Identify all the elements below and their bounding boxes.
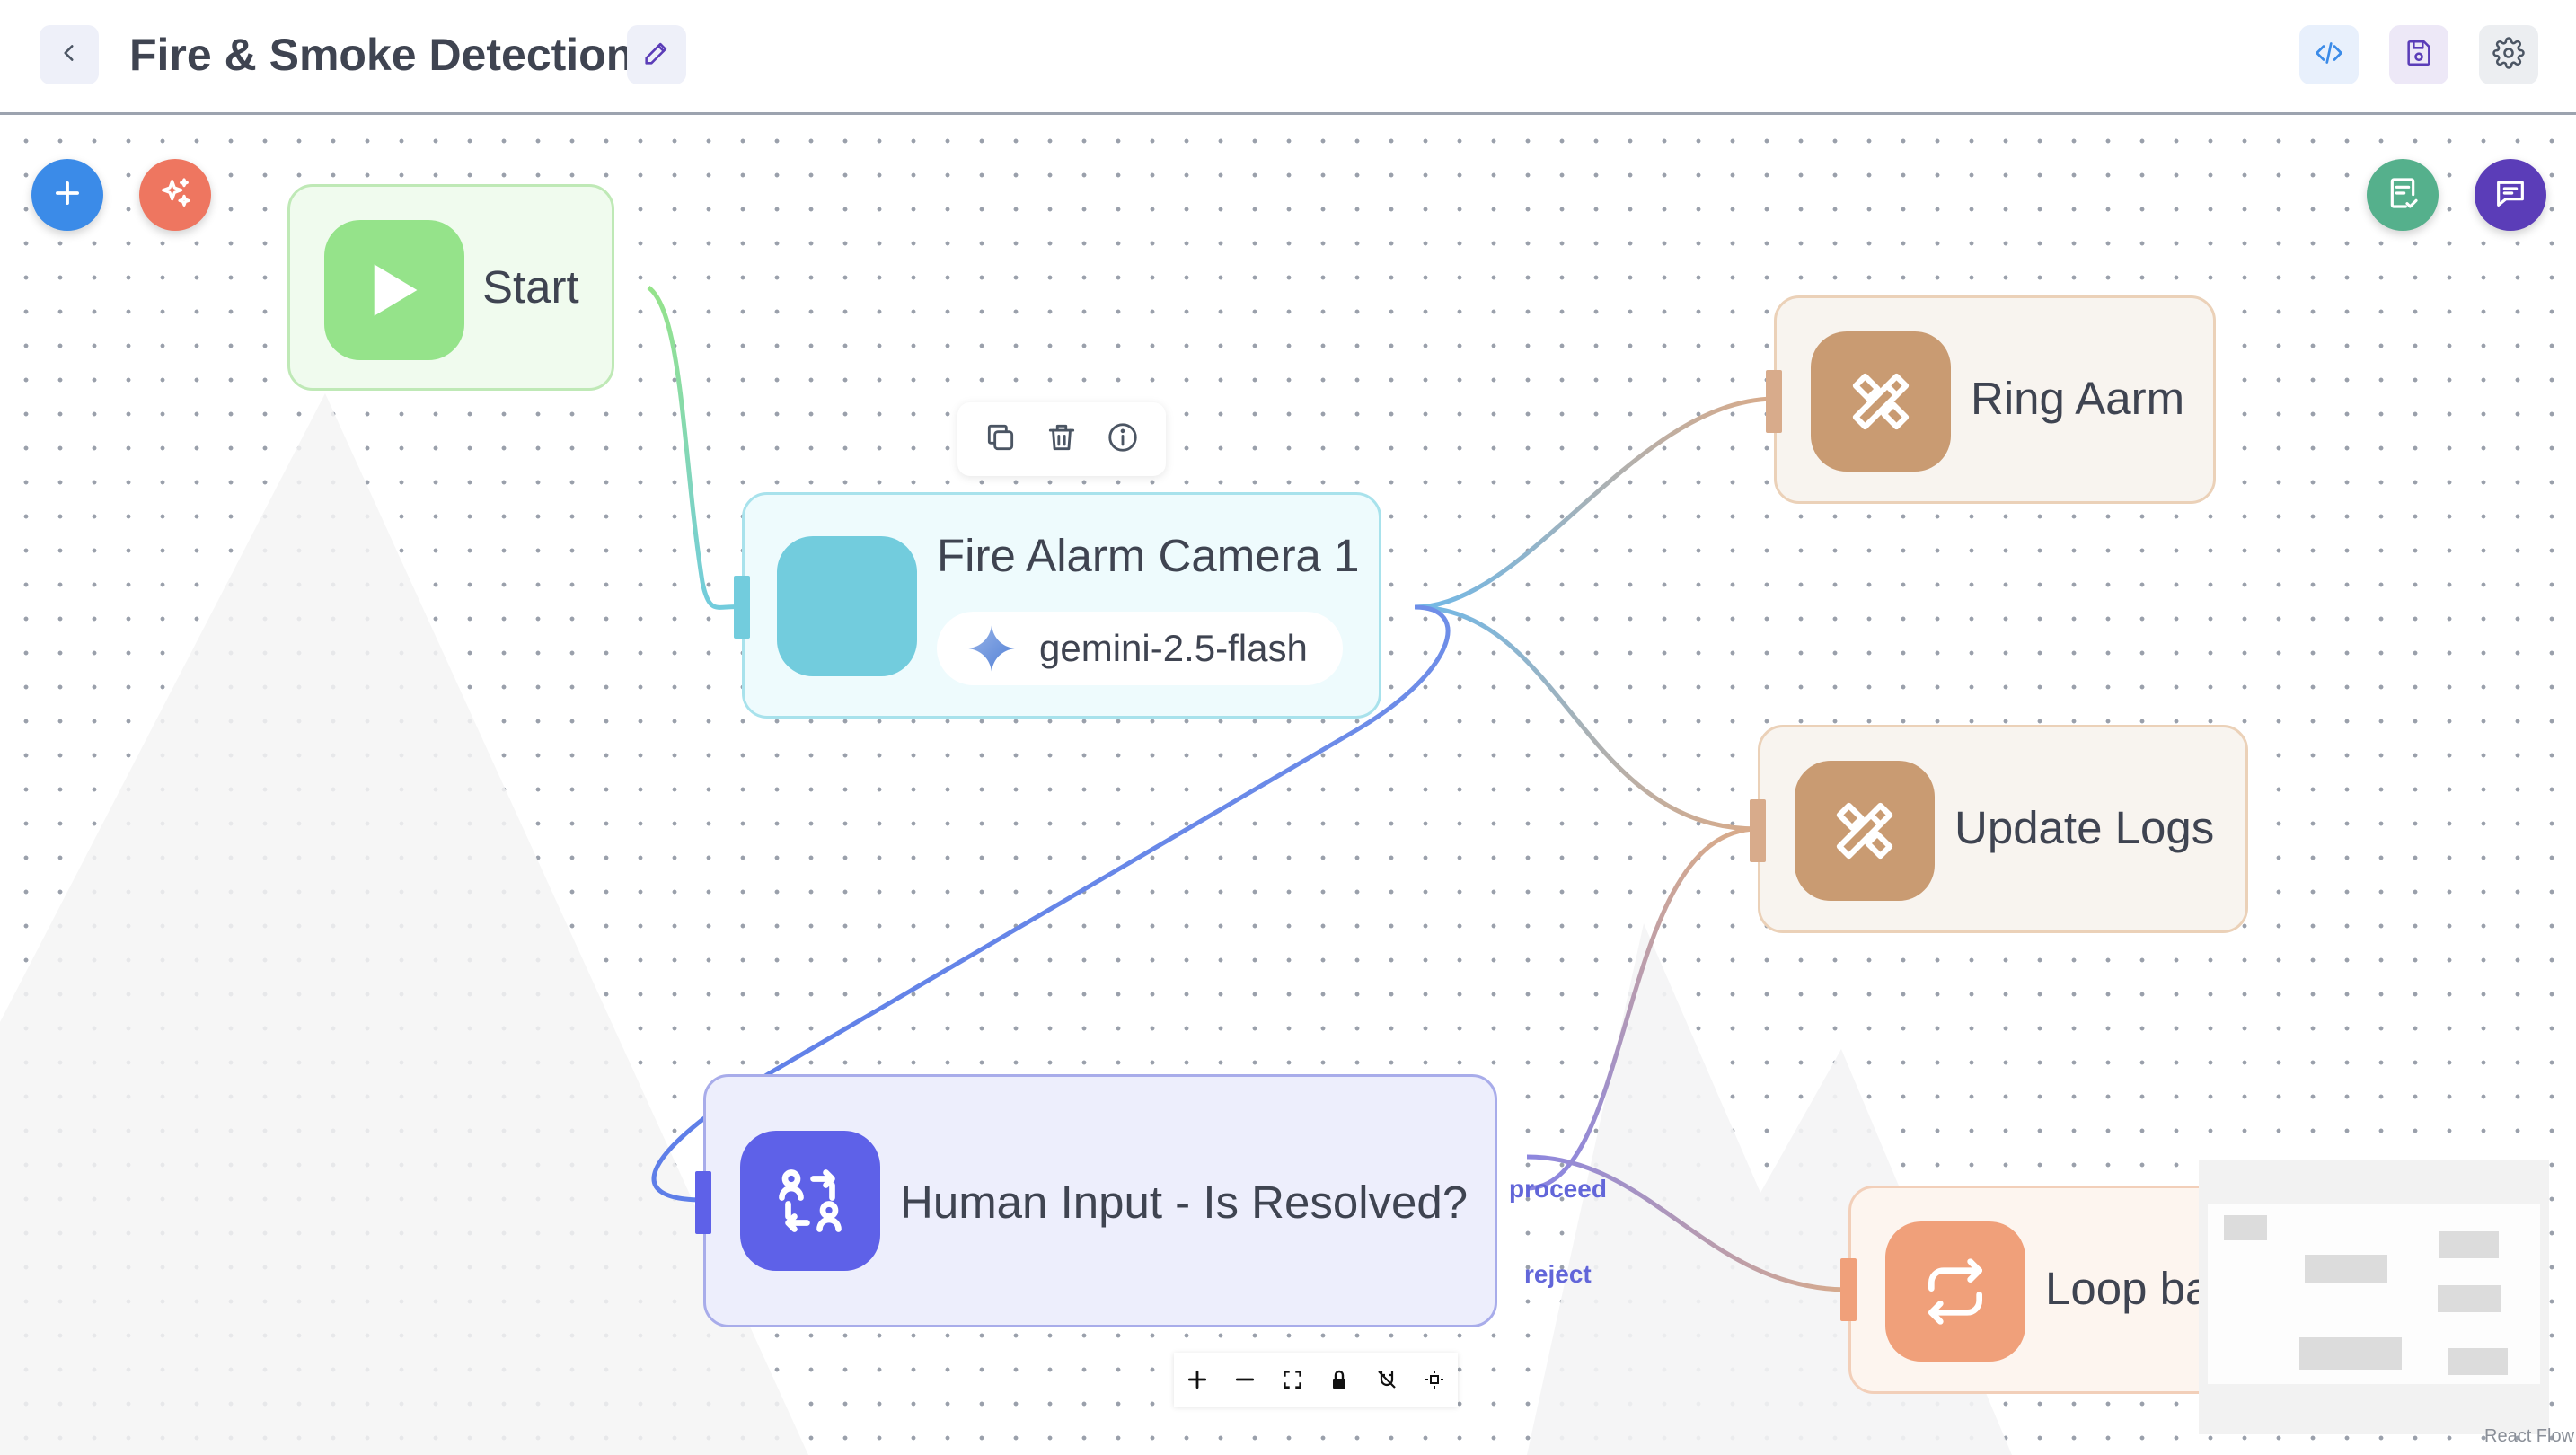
minus-icon: [1235, 1378, 1255, 1381]
pencil-ruler-icon: [1836, 802, 1893, 860]
sparkles-icon: [157, 175, 193, 216]
input-handle[interactable]: [1750, 799, 1766, 862]
minimap[interactable]: [2199, 1160, 2549, 1434]
play-icon-tile: [324, 220, 464, 360]
add-node-button[interactable]: [31, 159, 103, 231]
zoom-out-button[interactable]: [1227, 1362, 1263, 1398]
input-handle[interactable]: [734, 576, 750, 639]
gear-icon: [2492, 36, 2525, 74]
magnet-icon: [1378, 1371, 1396, 1389]
info-button[interactable]: [1098, 414, 1148, 464]
pencil-ruler-icon: [1852, 373, 1910, 430]
minimap-node: [2438, 1285, 2501, 1312]
run-checklist-button[interactable]: [2367, 159, 2439, 231]
workflow-title: Fire & Smoke Detection: [129, 30, 634, 80]
camera-icon-tile: [777, 536, 917, 676]
model-selector[interactable]: gemini-2.5-flash: [937, 612, 1343, 685]
plus-icon: [1188, 1370, 1207, 1389]
node-human-input[interactable]: Human Input - Is Resolved?: [695, 1074, 1497, 1327]
node-start[interactable]: Start: [287, 184, 614, 391]
tool-icon-tile: [1811, 331, 1951, 472]
edge-human-camera: [651, 604, 1451, 1203]
node-label: Ring Aarm: [1971, 373, 2185, 424]
input-handle[interactable]: [695, 1171, 711, 1234]
edge-start-camera: [647, 285, 743, 610]
node-label: Fire Alarm Camera 1: [937, 530, 1360, 581]
tool-icon-tile: [1795, 761, 1935, 901]
edge-reject-loop: [1526, 1154, 1849, 1292]
top-bar: Fire & Smoke Detection: [0, 0, 2576, 115]
chat-button[interactable]: [2475, 159, 2546, 231]
react-flow-attribution[interactable]: React Flow: [2484, 1426, 2575, 1446]
delete-button[interactable]: [1037, 414, 1087, 464]
flow-canvas[interactable]: Start Fire Alarm Camera 1 gemini-: [0, 115, 2576, 1455]
fullscreen-icon: [1283, 1371, 1301, 1389]
minimap-node: [2439, 1231, 2499, 1258]
node-loop-back[interactable]: Loop back: [1848, 1186, 2226, 1394]
gemini-icon: [966, 622, 1018, 675]
auto-layout-button[interactable]: [1416, 1362, 1452, 1398]
save-icon: [2404, 38, 2434, 73]
chevron-left-icon: [57, 41, 81, 69]
node-update-logs[interactable]: Update Logs: [1750, 725, 2248, 933]
lock-button[interactable]: [1321, 1362, 1357, 1398]
document-check-icon: [2385, 175, 2421, 216]
ai-assist-button[interactable]: [139, 159, 211, 231]
node-toolbar: [957, 402, 1166, 476]
back-button[interactable]: [40, 25, 99, 84]
repeat-icon: [1928, 1258, 1982, 1325]
node-label: Start: [482, 261, 579, 313]
save-button[interactable]: [2389, 25, 2448, 84]
users-swap-icon: [779, 1169, 842, 1232]
edit-title-button[interactable]: [627, 25, 686, 84]
trash-icon: [1045, 420, 1079, 459]
play-icon: [374, 264, 418, 316]
model-name: gemini-2.5-flash: [1039, 627, 1308, 669]
minimap-node: [2448, 1348, 2508, 1375]
node-label: Update Logs: [1954, 802, 2215, 853]
code-view-button[interactable]: [2299, 25, 2359, 84]
zoom-controls: [1174, 1353, 1458, 1406]
loop-icon-tile: [1885, 1221, 2025, 1362]
loop-input-handle[interactable]: [1840, 1258, 1857, 1321]
code-icon: [2313, 37, 2345, 74]
info-icon: [1106, 420, 1140, 459]
node-label: Loop back: [2045, 1263, 2223, 1314]
minimap-node: [2305, 1255, 2387, 1283]
node-ring-alarm[interactable]: Ring Aarm: [1766, 295, 2216, 504]
edge-camera-logs: [1414, 604, 1759, 832]
layout-icon: [1425, 1371, 1443, 1389]
copy-icon: [984, 420, 1018, 459]
edge-camera-ring: [1414, 396, 1775, 610]
node-fire-alarm-camera[interactable]: Fire Alarm Camera 1 gemini-2.5-flash: [734, 492, 1381, 719]
chat-icon: [2492, 175, 2528, 216]
minimap-node: [2224, 1215, 2267, 1240]
fit-view-button[interactable]: [1275, 1362, 1310, 1398]
plus-icon: [50, 176, 84, 215]
human-icon-tile: [740, 1131, 880, 1271]
edges-layer: [647, 285, 1849, 1292]
branch-label-proceed: proceed: [1509, 1175, 1607, 1203]
edge-proceed-logs: [1526, 826, 1759, 1191]
lock-icon: [1333, 1370, 1346, 1389]
branch-label-reject: reject: [1524, 1260, 1592, 1288]
snap-toggle-button[interactable]: [1369, 1362, 1405, 1398]
node-label: Human Input - Is Resolved?: [900, 1177, 1469, 1228]
pencil-icon: [641, 38, 672, 73]
minimap-node: [2299, 1337, 2402, 1370]
zoom-in-button[interactable]: [1179, 1362, 1215, 1398]
copy-button[interactable]: [975, 414, 1026, 464]
input-handle[interactable]: [1766, 370, 1782, 433]
settings-button[interactable]: [2479, 25, 2538, 84]
